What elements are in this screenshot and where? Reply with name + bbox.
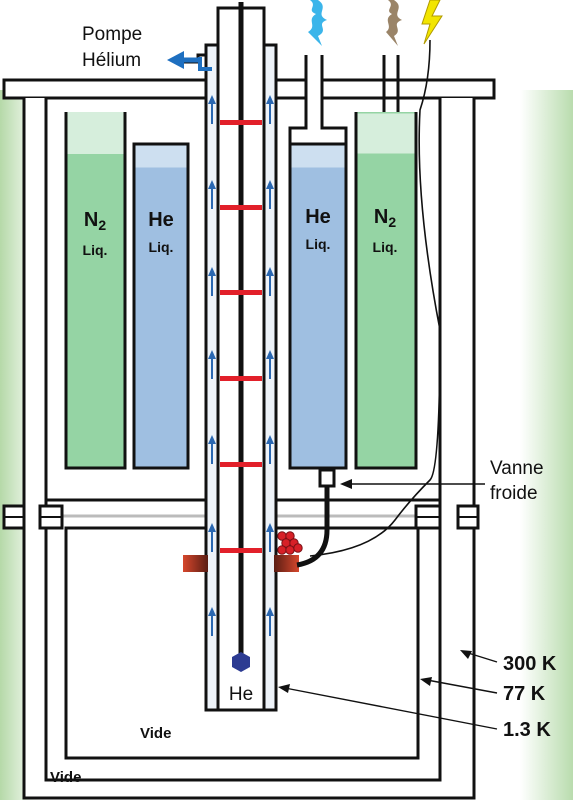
he-left-title: He <box>148 209 174 231</box>
flow-arrow-1-left <box>208 95 216 124</box>
temp-77k-label: 77 K <box>503 683 546 705</box>
valve-capillary <box>296 486 330 568</box>
flow-arrows <box>208 95 274 636</box>
gas-flow-arrow-brown-icon <box>386 0 402 46</box>
n2-right-title: N2 <box>374 206 396 230</box>
heat-shield-6 <box>220 548 262 553</box>
reservoir-n2-left <box>64 112 127 470</box>
heat-shield-5 <box>220 462 262 467</box>
valve-label-line1: Vanne <box>490 458 544 479</box>
heat-shields <box>220 120 262 553</box>
arrow-1-3k <box>284 687 498 730</box>
flow-arrow-3-right <box>266 267 274 296</box>
flow-arrow-5-left <box>208 435 216 464</box>
he-neck-right <box>288 55 348 144</box>
flow-arrow-6-right <box>266 523 274 552</box>
sample-icon <box>232 652 250 672</box>
flow-arrow-5-right <box>266 435 274 464</box>
temp-1-3k-label: 1.3 K <box>503 719 551 741</box>
he-left-state: Liq. <box>149 239 174 255</box>
clamp-right <box>274 555 299 572</box>
flow-arrow-2-right <box>266 180 274 209</box>
flow-arrow-1-right <box>266 95 274 124</box>
pump-label-line1: Pompe <box>82 24 142 45</box>
flow-arrow-4-left <box>208 350 216 379</box>
n2-left-state: Liq. <box>83 242 108 258</box>
flow-arrow-3-left <box>208 267 216 296</box>
flow-arrow-7-right <box>266 607 274 636</box>
flow-arrow-4-right <box>266 350 274 379</box>
he-sample-label: He <box>229 684 253 705</box>
lightning-icon <box>421 0 443 45</box>
reservoir-n2-right-gas <box>357 113 415 154</box>
heat-shield-4 <box>220 376 262 381</box>
vacuum-outer-label: Vide <box>50 769 81 786</box>
clamp-left <box>183 555 208 572</box>
temp-300k-label: 300 K <box>503 653 557 675</box>
flow-arrow-2-left <box>208 180 216 209</box>
arrow-77k <box>426 679 498 694</box>
flow-arrow-7-left <box>208 607 216 636</box>
reservoir-he-right <box>288 144 348 470</box>
sinter-beads <box>277 531 303 555</box>
wire-lead <box>309 39 441 557</box>
he-right-state: Liq. <box>306 236 331 252</box>
valve-label-line2: froide <box>490 483 538 504</box>
pump-label-line2: Hélium <box>82 50 141 71</box>
heat-shield-1 <box>220 120 262 125</box>
n2-left-title: N2 <box>84 209 106 233</box>
background-right <box>520 90 573 800</box>
n2-neck-right <box>382 55 400 112</box>
heat-shield-2 <box>220 205 262 210</box>
n2-right-state: Liq. <box>373 239 398 255</box>
reservoir-n2-left-gas <box>66 112 125 154</box>
reservoir-he-left <box>132 142 190 470</box>
he-right-title: He <box>305 206 331 228</box>
flow-arrow-6-left <box>208 523 216 552</box>
valve-icon <box>318 468 336 488</box>
vacuum-inner-label: Vide <box>140 725 171 742</box>
heat-shield-3 <box>220 290 262 295</box>
reservoir-he-right-gas <box>291 145 345 168</box>
reservoir-n2-right <box>354 112 418 470</box>
gas-flow-arrow-icon <box>308 0 327 46</box>
helium-pump-arrow-icon <box>167 51 184 69</box>
reservoir-he-left-gas <box>135 145 187 168</box>
